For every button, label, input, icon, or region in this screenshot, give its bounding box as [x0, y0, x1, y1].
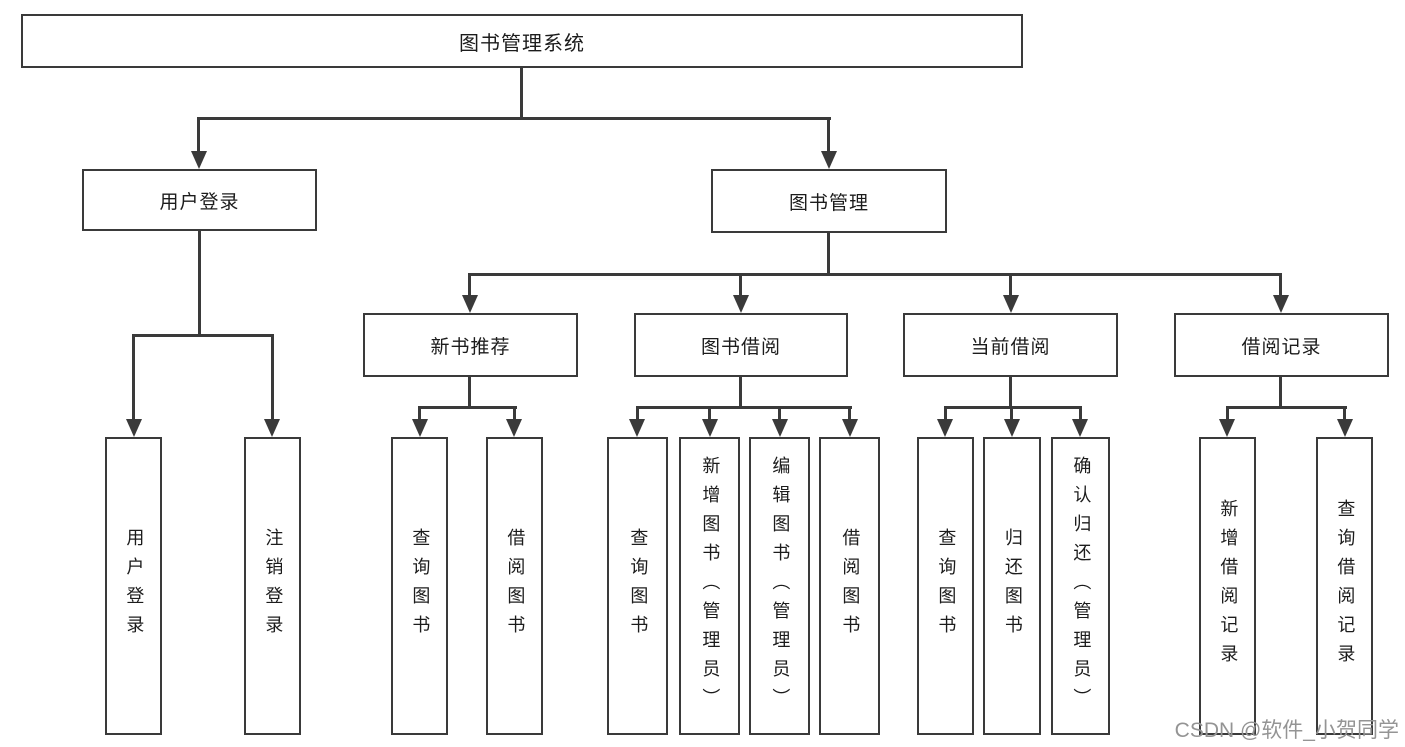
arrow-down-icon: [412, 419, 428, 437]
node-library-management-system: 图书管理系统: [21, 14, 1023, 68]
node-label: 图书借阅: [700, 336, 781, 358]
node-new-book-recommendation: 新书推荐: [363, 313, 578, 377]
node-book-management: 图书管理: [711, 169, 947, 233]
connector-line: [1226, 406, 1229, 422]
connector-line: [827, 233, 830, 273]
connector-line: [1279, 377, 1282, 406]
connector-line: [197, 117, 831, 120]
node-label: 当前借阅: [970, 336, 1051, 358]
node-label: 借阅记录: [1241, 336, 1322, 358]
arrow-down-icon: [191, 151, 207, 169]
connector-line: [1343, 406, 1346, 422]
arrow-down-icon: [1003, 295, 1019, 313]
arrow-down-icon: [1004, 419, 1020, 437]
leaf-user-login: 用户登录: [105, 437, 162, 735]
leaf-query-books-current: 查询图书: [917, 437, 974, 735]
connector-line: [132, 334, 274, 337]
connector-line: [708, 406, 711, 422]
connector-line: [1010, 406, 1013, 422]
connector-line: [520, 68, 523, 117]
leaf-label: 新增借阅记录: [1218, 499, 1239, 673]
leaf-confirm-return-admin: 确认归还（管理员）: [1051, 437, 1110, 735]
connector-line: [513, 406, 516, 422]
connector-line: [418, 406, 517, 409]
arrow-down-icon: [1219, 419, 1235, 437]
connector-line: [827, 117, 830, 155]
arrow-down-icon: [821, 151, 837, 169]
leaf-label: 归还图书: [1002, 528, 1023, 644]
leaf-label: 用户登录: [124, 528, 145, 644]
leaf-edit-books-admin: 编辑图书（管理员）: [749, 437, 810, 735]
connector-line: [1279, 273, 1282, 299]
node-label: 图书管理: [788, 192, 869, 214]
connector-line: [739, 377, 742, 406]
connector-line: [468, 273, 1282, 276]
arrow-down-icon: [462, 295, 478, 313]
leaf-add-books-admin: 新增图书（管理员）: [679, 437, 740, 735]
node-label: 图书管理系统: [459, 32, 585, 55]
node-borrowing-records: 借阅记录: [1174, 313, 1389, 377]
leaf-logout: 注销登录: [244, 437, 301, 735]
arrow-down-icon: [264, 419, 280, 437]
connector-line: [418, 406, 421, 422]
leaf-label: 查询借阅记录: [1335, 499, 1356, 673]
watermark: CSDN @软件_小贺同学: [1174, 719, 1399, 742]
connector-line: [198, 231, 201, 334]
connector-line: [636, 406, 639, 422]
connector-line: [197, 117, 200, 155]
leaf-label: 借阅图书: [505, 528, 526, 644]
connector-line: [132, 334, 135, 423]
connector-line: [636, 406, 852, 409]
connector-line: [1226, 406, 1347, 409]
connector-line: [468, 377, 471, 406]
leaf-query-books-borrowing: 查询图书: [607, 437, 668, 735]
arrow-down-icon: [126, 419, 142, 437]
arrow-down-icon: [772, 419, 788, 437]
node-book-borrowing: 图书借阅: [634, 313, 848, 377]
leaf-borrow-books: 借阅图书: [819, 437, 880, 735]
connector-line: [739, 273, 742, 299]
arrow-down-icon: [733, 295, 749, 313]
node-label: 新书推荐: [430, 336, 511, 358]
connector-line: [944, 406, 947, 422]
leaf-add-borrow-record: 新增借阅记录: [1199, 437, 1256, 735]
leaf-label: 注销登录: [263, 528, 284, 644]
node-label: 用户登录: [159, 191, 240, 213]
arrow-down-icon: [629, 419, 645, 437]
connector-line: [1079, 406, 1082, 422]
leaf-label: 查询图书: [410, 528, 431, 644]
node-current-borrowing: 当前借阅: [903, 313, 1118, 377]
leaf-borrow-books-recommend: 借阅图书: [486, 437, 543, 735]
leaf-label: 查询图书: [628, 528, 649, 644]
leaf-label: 新增图书（管理员）: [700, 455, 721, 717]
leaf-query-borrow-record: 查询借阅记录: [1316, 437, 1373, 735]
connector-line: [848, 406, 851, 422]
leaf-label: 查询图书: [936, 528, 957, 644]
leaf-label: 编辑图书（管理员）: [770, 455, 791, 717]
arrow-down-icon: [506, 419, 522, 437]
connector-line: [778, 406, 781, 422]
arrow-down-icon: [842, 419, 858, 437]
arrow-down-icon: [702, 419, 718, 437]
arrow-down-icon: [1273, 295, 1289, 313]
arrow-down-icon: [1072, 419, 1088, 437]
connector-line: [1009, 273, 1012, 299]
leaf-label: 借阅图书: [840, 528, 861, 644]
connector-line: [271, 334, 274, 423]
node-user-login: 用户登录: [82, 169, 317, 231]
leaf-query-books-recommend: 查询图书: [391, 437, 448, 735]
leaf-label: 确认归还（管理员）: [1071, 455, 1092, 717]
connector-line: [468, 273, 471, 299]
arrow-down-icon: [1337, 419, 1353, 437]
connector-line: [944, 406, 1082, 409]
arrow-down-icon: [937, 419, 953, 437]
connector-line: [1009, 377, 1012, 406]
leaf-return-books: 归还图书: [983, 437, 1041, 735]
